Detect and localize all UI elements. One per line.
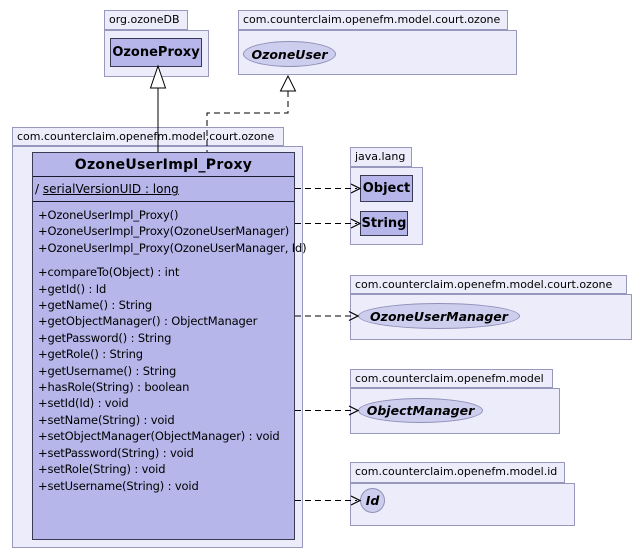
interface-id: Id xyxy=(360,488,385,513)
class-attribute-serialversionuid: / serialVersionUID : long xyxy=(33,177,294,202)
package-tab-court-ozone-top: com.counterclaim.openefm.model.court.ozo… xyxy=(238,10,508,30)
interface-objectmanager: ObjectManager xyxy=(358,398,483,423)
operations-gap xyxy=(38,256,294,264)
interface-ozoneusermanager: OzoneUserManager xyxy=(358,303,520,329)
class-title: OzoneUserImpl_Proxy xyxy=(33,153,294,177)
constructor-line: +OzoneUserImpl_Proxy(OzoneUserManager) xyxy=(38,224,290,239)
class-ozoneproxy: OzoneProxy xyxy=(110,38,202,67)
method-line: +getName() : String xyxy=(38,298,153,313)
package-body-model-id xyxy=(350,483,575,526)
package-tab-model: com.counterclaim.openefm.model xyxy=(350,369,553,388)
package-tab-model-id: com.counterclaim.openefm.model.id xyxy=(350,462,565,483)
method-line: +getPassword() : String xyxy=(38,330,172,345)
package-tab-main: com.counterclaim.openefm.model.court.ozo… xyxy=(12,127,284,146)
dependency-objectmanager xyxy=(295,405,360,416)
package-tab-java-lang: java.lang xyxy=(350,147,412,167)
method-line: +hasRole(String) : boolean xyxy=(38,380,190,395)
attribute-text: serialVersionUID : long xyxy=(42,182,179,196)
method-line: +setName(String) : void xyxy=(38,412,175,427)
package-tab-org-ozonedb: org.ozoneDB xyxy=(104,10,188,30)
interface-ozoneuser: OzoneUser xyxy=(243,41,336,67)
method-line: +setUsername(String) : void xyxy=(38,478,199,493)
constructor-line: +OzoneUserImpl_Proxy(OzoneUserManager, I… xyxy=(38,240,307,255)
class-object: Object xyxy=(360,175,413,202)
class-operations-compartment: +OzoneUserImpl_Proxy() +OzoneUserImpl_Pr… xyxy=(33,202,307,494)
method-line: +setId(Id) : void xyxy=(38,396,129,411)
method-line: +compareTo(Object) : int xyxy=(38,265,180,280)
class-ozoneuserimpl-proxy: OzoneUserImpl_Proxy / serialVersionUID :… xyxy=(32,152,307,540)
dependency-ozoneusermanager xyxy=(295,310,360,322)
method-line: +getId() : Id xyxy=(38,281,107,296)
class-string: String xyxy=(360,211,408,236)
method-line: +getUsername() : String xyxy=(38,363,177,378)
constructor-line: +OzoneUserImpl_Proxy() xyxy=(38,208,179,222)
method-line: +getObjectManager() : ObjectManager xyxy=(38,314,258,329)
package-tab-court-ozone-manager: com.counterclaim.openefm.model.court.ozo… xyxy=(350,275,627,294)
attribute-derived-prefix: / xyxy=(35,182,43,196)
method-line: +getRole() : String xyxy=(38,347,143,362)
method-line: +setRole(String) : void xyxy=(38,462,166,477)
method-line: +setObjectManager(ObjectManager) : void xyxy=(38,429,280,444)
method-line: +setPassword(String) : void xyxy=(38,445,194,460)
